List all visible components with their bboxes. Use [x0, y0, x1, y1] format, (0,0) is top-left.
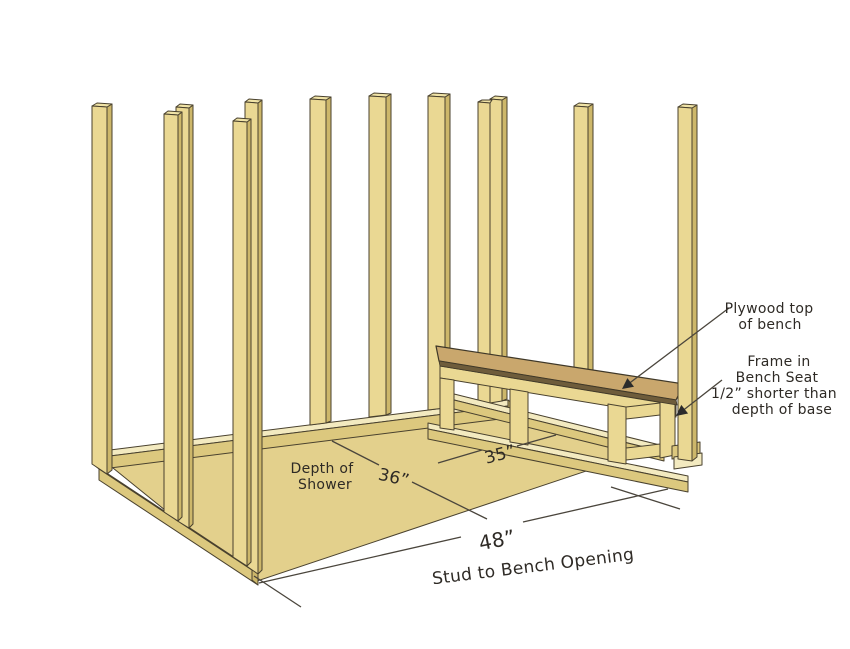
back-wall-stud-1: [309, 95, 332, 426]
bench-frame-leader-arrow: [676, 379, 723, 416]
bench-bottom-plate: [427, 422, 689, 493]
bench-frame-label-line1: Frame in: [747, 354, 810, 370]
plywood-label-line2: of bench: [738, 317, 801, 333]
extension-line-left: [253, 575, 302, 608]
bench-frame-label-line2: Bench Seat: [736, 370, 819, 386]
dimension-48: [253, 486, 681, 608]
left-wall-stud-2: [163, 103, 194, 529]
dim-48-label: 48”: [477, 525, 518, 556]
plywood-bench-top: [435, 345, 685, 406]
right-wall-rear-stud: [573, 102, 594, 401]
bench-post-left: [439, 377, 455, 431]
bench-post-middle: [509, 388, 529, 446]
extension-line-right: [610, 486, 681, 510]
arrowhead: [622, 378, 634, 389]
back-wall-double-stud: [477, 95, 508, 406]
dimension-36: [331, 440, 488, 520]
plywood-label-line1: Plywood top: [725, 301, 814, 317]
arrowhead: [676, 404, 689, 416]
bench-frame-label-line3: 1/2” shorter than: [711, 386, 837, 402]
left-wall-corner-stud: [232, 98, 263, 575]
left-wall-stud-1: [91, 102, 113, 475]
bench-frame: [439, 365, 677, 465]
bench-post-right: [607, 403, 627, 465]
depth-of-shower-label-line2: Shower: [298, 477, 352, 493]
stud-to-bench-caption: Stud to Bench Opening: [431, 545, 635, 590]
back-wall-stud-2: [368, 92, 392, 418]
depth-of-shower-label-line1: Depth of: [291, 461, 355, 477]
dimension-35: [437, 434, 557, 464]
back-wall-stud-3: [427, 92, 451, 411]
plywood-leader-arrow: [622, 307, 730, 389]
right-wall-front-stud: [677, 103, 698, 462]
bench-frame-label-line4: depth of base: [732, 402, 832, 418]
